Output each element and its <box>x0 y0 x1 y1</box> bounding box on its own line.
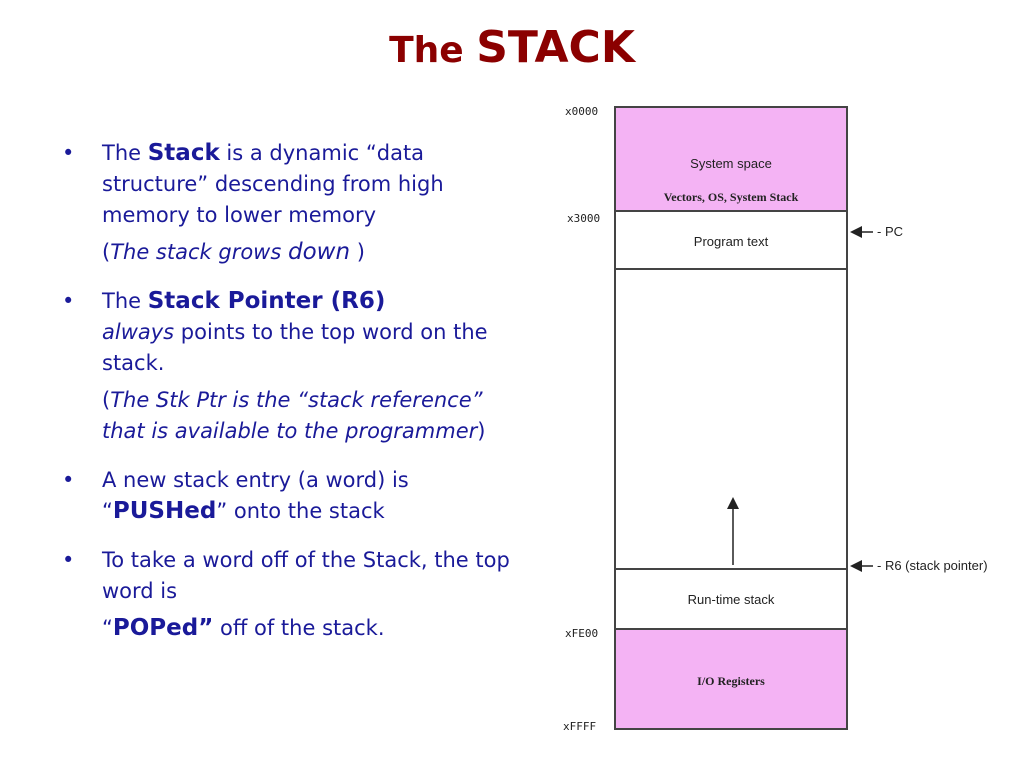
bullet-stack-definition: • The Stack is a dynamic “data structure… <box>62 138 512 268</box>
text-span: ) <box>350 240 365 264</box>
text-span: is a dynamic “data structure” descending… <box>102 141 444 227</box>
term-poped: POPed” <box>112 615 214 641</box>
bullet-list: • The Stack is a dynamic “data structure… <box>62 138 512 662</box>
bullet-text: The Stack Pointer (R6) always points to … <box>102 286 512 379</box>
bullet-dot: • <box>62 289 75 313</box>
label-vectors: Vectors, OS, System Stack <box>663 190 799 204</box>
memory-block: System space Vectors, OS, System Stack P… <box>614 106 848 730</box>
text-span: ( <box>102 388 111 412</box>
address-x0000: x0000 <box>565 105 599 118</box>
label-program-text: Program text <box>693 234 769 249</box>
text-span: “ <box>102 616 113 640</box>
label-runtime-stack: Run-time stack <box>687 592 775 607</box>
text-span: The Stk Ptr is the “stack reference” tha… <box>102 388 483 443</box>
address-xfe00: xFE00 <box>565 627 599 640</box>
bullet-text: To take a word off of the Stack, the top… <box>102 545 512 607</box>
bullet-stack-pointer: • The Stack Pointer (R6) always points t… <box>62 286 512 447</box>
term-down: down <box>287 239 351 265</box>
title-stack: STACK <box>476 22 635 73</box>
bullet-text: The Stack is a dynamic “data structure” … <box>102 138 512 231</box>
region-io-registers: I/O Registers <box>616 628 846 728</box>
text-span: off of the stack. <box>213 616 385 640</box>
region-system-space: System space Vectors, OS, System Stack <box>616 108 846 212</box>
text-span: The <box>102 289 148 313</box>
text-span: The <box>102 141 148 165</box>
label-pc: - PC <box>877 224 903 239</box>
address-xffff: xFFFF <box>563 720 597 733</box>
bullet-push: • A new stack entry (a word) is “PUSHed”… <box>62 465 512 527</box>
bullet-pop: • To take a word off of the Stack, the t… <box>62 545 512 644</box>
bullet-subnote: (The Stk Ptr is the “stack reference” th… <box>102 385 512 447</box>
memory-map-diagram: x0000 x3000 xFE00 xFFFF System space Vec… <box>555 100 1015 740</box>
title-the: The <box>389 30 477 71</box>
text-span: ( <box>102 240 111 264</box>
term-always: always <box>102 320 175 344</box>
bullet-subnote: “POPed” off of the stack. <box>102 613 512 644</box>
region-runtime-stack: Run-time stack <box>616 568 846 628</box>
bullet-subnote: (The stack grows down ) <box>102 237 512 268</box>
text-span: ) <box>477 419 486 443</box>
bullet-dot: • <box>62 548 75 572</box>
diagram-arrows <box>727 226 873 572</box>
text-span: points to the top word on the stack. <box>102 320 488 375</box>
bullet-dot: • <box>62 468 75 492</box>
label-system-space: System space <box>690 156 772 171</box>
region-program-text: Program text <box>616 212 846 270</box>
term-pushed: PUSHed <box>112 498 217 524</box>
term-stack-pointer: Stack Pointer (R6) <box>147 288 386 314</box>
bullet-dot: • <box>62 141 75 165</box>
text-span: ” onto the stack <box>216 499 385 523</box>
label-io-registers: I/O Registers <box>697 674 765 688</box>
bullet-text: A new stack entry (a word) is “PUSHed” o… <box>102 465 512 527</box>
text-span: A new stack entry (a word) is “ <box>102 468 409 523</box>
text-span: The stack grows <box>110 240 288 264</box>
slide-title: The STACK <box>0 22 1024 73</box>
text-span: To take a word off of the Stack, the top… <box>102 548 510 603</box>
label-r6: - R6 (stack pointer) <box>877 558 988 573</box>
address-x3000: x3000 <box>567 212 601 225</box>
term-stack: Stack <box>147 140 220 166</box>
